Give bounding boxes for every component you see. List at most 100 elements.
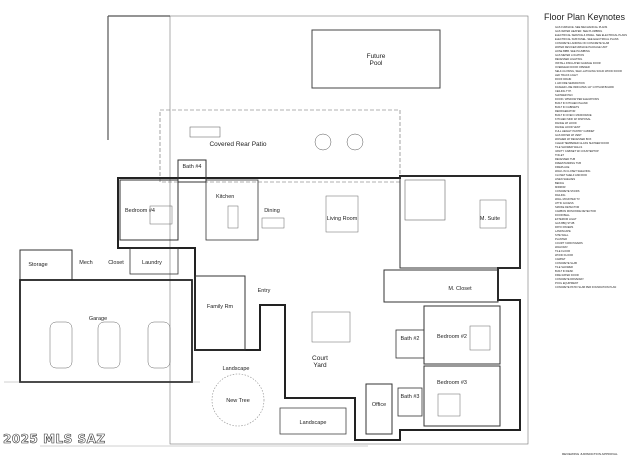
keynote-item: CONCRETE LANDING ON CONCRETE SLAB	[555, 42, 636, 46]
keynote-item: TILE SHOWER WALLS	[555, 146, 636, 150]
bedroom-2	[423, 305, 501, 365]
keynote-item: BUILT IN CABINETS	[555, 106, 636, 110]
keynote-item: REFRIGERATOR	[555, 110, 636, 114]
keynote-item: RAILING	[555, 194, 636, 198]
keynote-item: BENCH	[555, 182, 636, 186]
keynote-item: GAS WATER HEATER. SEE PLUMBING	[555, 30, 636, 34]
family-room	[194, 275, 246, 351]
keynote-item: RANGE W/ HOOD	[555, 122, 636, 126]
keynote-item: POOL EQUIPMENT	[555, 282, 636, 286]
kitchen-label: Kitchen	[216, 194, 234, 200]
keynote-item: OVERHEAD DOOR OPENER	[555, 66, 636, 70]
keynote-item: INSTALL INSULATED GARAGE DOOR	[555, 62, 636, 66]
dining-label: Dining	[264, 208, 280, 214]
keynote-item: BUILT IN KITCHEN ISLAND	[555, 102, 636, 106]
master-suite-wing	[399, 175, 521, 269]
bath-4-label: Bath #4	[183, 164, 202, 170]
keynotes-panel: Floor Plan Keynotes GAS FURNACE. SEE MEC…	[544, 12, 636, 452]
keynote-item: CONCRETE DRIVEWAY	[555, 278, 636, 282]
bed	[479, 199, 507, 229]
keynote-item: ATTIC ACCESS	[555, 202, 636, 206]
bath-2-label: Bath #2	[401, 336, 420, 342]
kitchen-island	[227, 205, 239, 229]
mls-watermark: 2025 MLS SAZ	[3, 432, 106, 447]
new-tree-label: New Tree	[226, 398, 250, 404]
keynote-item: SHOWER PAN	[555, 94, 636, 98]
bath-3	[397, 387, 423, 417]
keynote-item: LINEN SHELVES	[555, 178, 636, 182]
keynote-item: RECESSED TUB	[555, 158, 636, 162]
laundry-label: Laundry	[142, 260, 162, 266]
landscape-left-label: Landscape	[223, 366, 250, 372]
keynote-item: CARPET	[555, 258, 636, 262]
keynote-item: MIRROR	[555, 186, 636, 190]
keynote-item: FULL HEIGHT PANTRY CABINET	[555, 130, 636, 134]
bed	[149, 205, 173, 225]
keynote-item: BUILT IN OVEN / MICROWAVE	[555, 114, 636, 118]
covered-rear-patio-label: Covered Rear Patio	[209, 141, 266, 148]
keynote-item: GAS DRYER W/ VENT	[555, 134, 636, 138]
keynote-item: EXTERIOR LIGHT	[555, 218, 636, 222]
bath-3-label: Bath #3	[401, 394, 420, 400]
keynote-item: WOOD FLOOR	[555, 254, 636, 258]
mech-label: Mech	[79, 260, 92, 266]
car	[97, 321, 121, 369]
master-closet	[383, 269, 499, 303]
living-rug	[325, 195, 359, 233]
keynote-item: DASHED LINE INDICATES 1/2" GYPSUM BOARD	[555, 86, 636, 90]
office	[365, 383, 393, 435]
keynote-item: WASHER W/ RECESSED BOX	[555, 138, 636, 142]
keynote-item: WATER DEVICE/FURNACE PACKAGE UNIT	[555, 46, 636, 50]
keynote-item: COURT YARD PAVERS	[555, 242, 636, 246]
car	[147, 321, 171, 369]
keynote-item: KITCHEN SINK W/ DISPOSAL	[555, 118, 636, 122]
m-closet-label: M. Closet	[448, 286, 472, 292]
car	[49, 321, 73, 369]
keynote-item: SMOKE DETECTOR	[555, 206, 636, 210]
keynote-item: CEILING TYP.	[555, 90, 636, 94]
m-suite-label: M. Suite	[480, 216, 500, 222]
garage-label: Garage	[89, 316, 107, 322]
keynote-item: PATIO PAVERS	[555, 226, 636, 230]
future-pool	[311, 29, 441, 89]
bath-4	[177, 159, 207, 183]
keynote-item: BUILT IN DESK	[555, 270, 636, 274]
garage	[19, 279, 193, 383]
bedroom-4	[119, 179, 179, 241]
keynote-item: ELECTRICAL SERVICE & PANEL. SEE ELECTRIC…	[555, 34, 636, 38]
living-room-label: Living Room	[327, 216, 358, 222]
property-line	[169, 15, 529, 445]
keynote-item: SELF-CLOSING, SELF-LATCHING SOLID WOOD D…	[555, 70, 636, 74]
master-bath	[404, 179, 446, 221]
keynote-list: GAS FURNACE. SEE MECHANICAL PLANSGAS WAT…	[544, 26, 636, 290]
keynote-item: FREESTANDING TUB	[555, 162, 636, 166]
keynote-item: ROOF DRAIN	[555, 78, 636, 82]
keynote-item: FIREPLACE	[555, 166, 636, 170]
keynote-item: RECESSED LIGHTING	[555, 58, 636, 62]
keynote-item: ELECTRICAL SUB PANEL. SEE ELECTRICAL PLA…	[555, 38, 636, 42]
keynote-item: FIRE RATED DOOR	[555, 274, 636, 278]
keynote-item: LANDSCAPE	[555, 230, 636, 234]
bed	[469, 325, 491, 351]
footer-note: REVIEWING JURISDICTION APPROVAL	[562, 452, 618, 456]
bedroom-2-label: Bedroom #2	[437, 334, 467, 340]
kitchen	[205, 179, 259, 241]
keynote-item: WALK-IN CLOSET SHELVING	[555, 170, 636, 174]
bed	[437, 393, 461, 417]
keynote-item: GAS METER LOCATION	[555, 54, 636, 58]
storage-label: Storage	[28, 262, 47, 268]
keynote-item: CLEAR TEMPERED GLASS SHOWER DOOR	[555, 142, 636, 146]
landscape-planter	[279, 407, 347, 435]
keynotes-title: Floor Plan Keynotes	[544, 12, 626, 22]
keynote-item: CONCRETE SLAB	[555, 262, 636, 266]
bedroom-3-label: Bedroom #3	[437, 380, 467, 386]
tree-canopy	[211, 373, 265, 427]
patio-seating	[346, 133, 364, 151]
bath-2	[395, 329, 425, 359]
landscape-bottom-label: Landscape	[300, 420, 327, 426]
keynote-item: CONCRETE PATIO SLAB PER FOUNDATION PLAN	[555, 286, 636, 290]
keynote-item: LED TRACK LIGHT	[555, 74, 636, 78]
